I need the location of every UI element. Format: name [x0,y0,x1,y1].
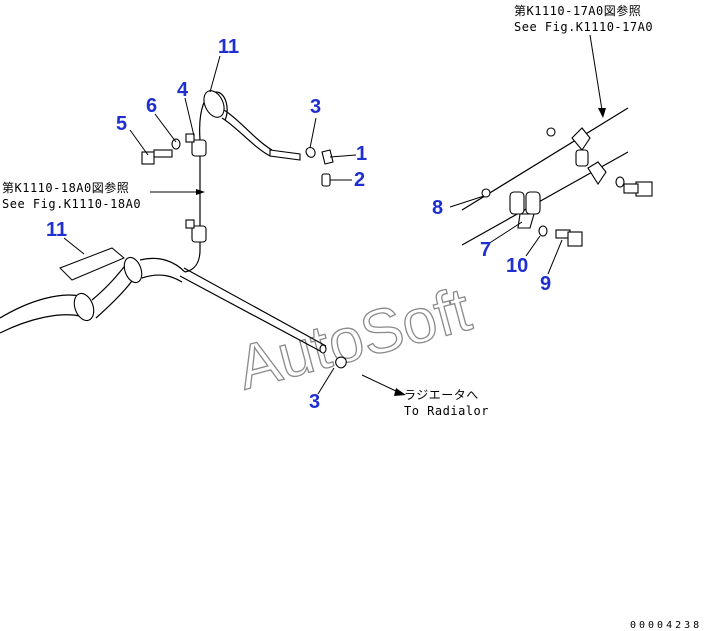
drawing-code: 00004238 [630,620,702,631]
callout-2: 2 [354,169,365,191]
ref-radiator-en: To Radialor [404,404,489,418]
callout-3-bottom: 3 [309,391,320,413]
callout-1: 1 [356,143,367,165]
callout-11-top: 11 [218,36,239,58]
leader-lines [63,34,606,396]
callout-7: 7 [480,239,491,261]
ref-radiator-jp: ラジエータへ [404,388,479,402]
ref-left-en: See Fig.K1110-18A0 [2,197,141,211]
callout-8: 8 [432,197,443,219]
ref-left-jp: 第K1110-18A0図参照 [2,180,129,195]
right-pipe-assembly [461,107,653,247]
callout-3-top: 3 [310,96,321,118]
callout-10: 10 [506,255,528,277]
callout-4: 4 [177,79,189,101]
ref-top-right-jp: 第K1110-17A0図参照 [514,3,641,18]
callout-6: 6 [146,95,157,117]
left-hose-assembly [0,90,347,369]
callout-11-left: 11 [46,219,67,241]
ref-top-right-en: See Fig.K1110-17A0 [514,20,653,34]
watermark: AutoSoft [230,275,478,403]
callout-9: 9 [540,273,551,295]
callout-5: 5 [116,113,127,135]
